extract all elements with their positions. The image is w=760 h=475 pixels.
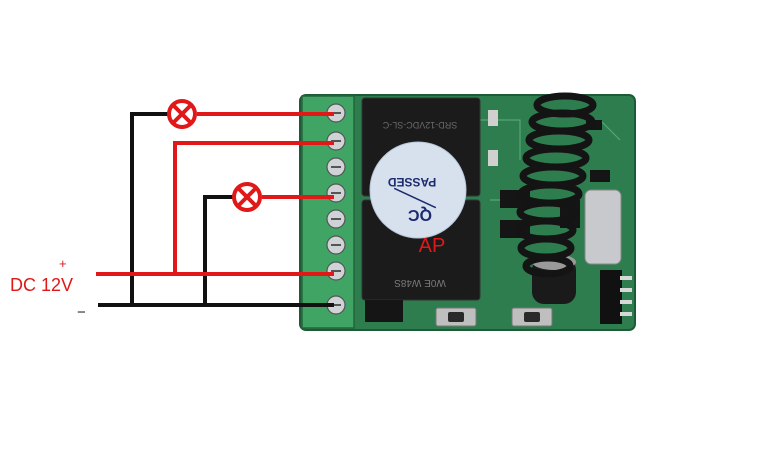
wire-negative-branch-2 (203, 195, 233, 305)
crystal-oscillator (584, 189, 622, 265)
tactile-button (511, 307, 553, 327)
relay-1-marking: SRD-12VDC-SL-C (382, 120, 457, 130)
wiring (96, 112, 334, 307)
coil-antenna-icon (515, 92, 597, 278)
tactile-button (435, 307, 477, 327)
terminal-block (301, 95, 355, 329)
relay-receiver-board: SRD-12VDC-SL-C W0E W48S (299, 92, 636, 331)
supply-voltage-label: DC 12V (10, 275, 74, 295)
relay-2-marking: W0E W48S (394, 277, 446, 288)
negative-label: − (77, 304, 86, 321)
wire-negative-branch-1 (130, 112, 168, 305)
qc-sticker: PASSED QC AP (369, 141, 467, 257)
sticker-brand-text: AP (419, 235, 446, 257)
positive-label: + (59, 256, 67, 271)
pin-header (600, 270, 632, 324)
lamp-icon (167, 99, 197, 129)
sticker-qc-text: QC (408, 206, 432, 223)
lamp-icon (232, 182, 262, 212)
wire-positive-branch (173, 141, 334, 274)
sticker-passed-text: PASSED (387, 175, 436, 189)
